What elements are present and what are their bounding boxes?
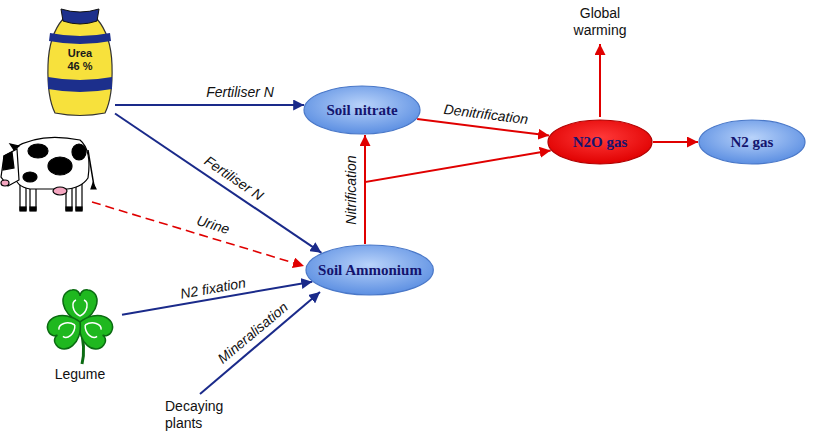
node-text: Legume xyxy=(38,366,122,382)
ellipse-shape xyxy=(548,120,652,164)
ellipse-shape xyxy=(306,245,433,295)
bag-band xyxy=(49,33,111,44)
bag-tie xyxy=(61,9,99,24)
bag-body xyxy=(48,19,112,116)
cow-picture xyxy=(1,137,96,211)
urea-bag: Urea 46 % xyxy=(45,5,115,117)
source-label: Decaying plants xyxy=(165,398,240,432)
edge-label: N2 fixation xyxy=(179,274,247,301)
edge-label: Nitrification xyxy=(343,155,359,224)
gas-ellipse: N2O gas xyxy=(547,119,653,165)
node-text: N2O gas xyxy=(573,134,628,151)
flow-arrow xyxy=(115,104,304,106)
flow-arrow xyxy=(653,141,698,143)
urine-arrow xyxy=(92,202,304,266)
mineralisation-arrow xyxy=(200,292,320,394)
edge-label: Fertiliser N xyxy=(206,84,274,100)
node-text: Soil Ammonium xyxy=(318,262,422,279)
global-warming-arrow xyxy=(599,44,601,117)
node-text: Soil nitrate xyxy=(326,102,397,119)
bag-band xyxy=(48,77,112,92)
pool-ellipse: Soil nitrate xyxy=(303,85,421,135)
ellipse-shape xyxy=(304,86,420,134)
effect-label: Global warming xyxy=(560,5,640,39)
ellipse-shape xyxy=(699,120,805,164)
clover-leaves xyxy=(44,290,117,364)
gas-ellipse: N2 gas xyxy=(698,119,806,165)
node-text: N2 gas xyxy=(731,134,774,151)
flow-arrow xyxy=(115,114,321,253)
bag-text: Urea 46 % xyxy=(62,47,98,73)
flow-arrow xyxy=(365,150,551,244)
legume-clover: Legume xyxy=(38,284,122,394)
flow-label: Mineralisation xyxy=(214,299,291,368)
pool-ellipse: Soil Ammonium xyxy=(305,244,434,296)
